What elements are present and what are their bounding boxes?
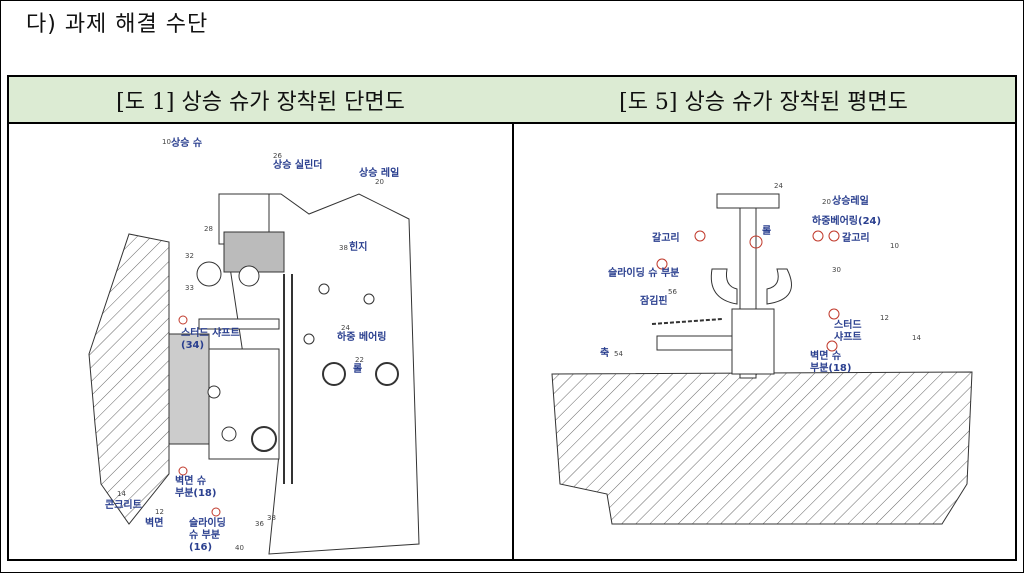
num-36: 36 [255, 520, 264, 528]
figure-1-column: [도 1] 상승 슈가 장착된 단면도 [9, 77, 514, 559]
label-hinge: 힌지 [349, 240, 367, 253]
label-roll-5: 롤 [762, 225, 771, 237]
concrete-wall [88, 233, 170, 525]
figure-1-caption: [도 1] 상승 슈가 장착된 단면도 [9, 77, 512, 124]
num-12-5: 12 [880, 314, 889, 322]
num-shoe: 10 [162, 138, 171, 146]
num-56: 56 [668, 288, 677, 296]
hook-left-shape [710, 268, 738, 305]
hole-5 [318, 283, 330, 295]
figure-5-svg: 24 20 상승레일 하중베어링(24) 갈고리 롤 갈고리 10 슬라이딩 슈… [551, 182, 973, 525]
circle-slide [656, 258, 668, 270]
label-hook-left: 갈고리 [652, 231, 680, 244]
label-slide-shoe: 슬라이딩 [189, 516, 226, 529]
num-12: 12 [155, 508, 164, 516]
label-axis: 축 [600, 346, 609, 359]
num-32: 32 [185, 252, 194, 260]
label-shoe: 상승 슈 [171, 136, 202, 149]
label-cylinder: 상승 실린더 [273, 158, 322, 171]
ground-block [551, 371, 973, 525]
num-roll: 22 [355, 356, 364, 364]
label-stud-shaft: 스터드 샤프트 [181, 326, 240, 339]
hole-1 [322, 362, 346, 386]
rail-top [716, 193, 780, 209]
num-40: 40 [235, 544, 244, 552]
num-rail-ref: 20 [822, 198, 831, 206]
num-10: 10 [890, 242, 899, 250]
label-wall: 벽면 [145, 516, 163, 529]
label-bearing-5: 하중베어링(24) [812, 214, 881, 227]
num-14-5: 14 [912, 334, 921, 342]
num-24: 24 [774, 182, 783, 190]
hook-right-shape [766, 268, 792, 305]
label-wall-shoe-part-5: 부분(18) [810, 362, 851, 374]
label-rail-5: 상승레일 [832, 194, 869, 207]
label-wall-shoe-5: 벽면 슈 [810, 349, 841, 362]
label-stud: 스터드 [834, 318, 862, 331]
circle-34 [178, 315, 188, 325]
num-38b: 38 [267, 514, 276, 522]
num-rail: 20 [375, 178, 384, 186]
label-lock-pin: 잠김핀 [640, 294, 668, 307]
num-cylinder: 26 [273, 152, 282, 160]
label-concrete: 콘크리트 [105, 498, 142, 511]
label-rail: 상승 레일 [359, 166, 399, 179]
label-roll: 롤 [353, 363, 362, 375]
figure-1-svg: 상승 슈 10 상승 실린더 26 상승 레일 20 힌지 38 28 32 3… [88, 136, 420, 555]
figure-table: [도 1] 상승 슈가 장착된 단면도 [7, 75, 1017, 561]
label-wall-shoe-part: 부분(18) [175, 487, 216, 499]
shoe-body-5 [731, 308, 775, 375]
circle-wall-shoe [826, 340, 838, 352]
hole-7 [303, 333, 315, 345]
hinge-block [223, 231, 285, 273]
label-slide-shoe-num: (16) [189, 542, 212, 553]
num-30: 30 [832, 266, 841, 274]
hole-6 [363, 293, 375, 305]
label-hook-right: 갈고리 [842, 231, 870, 244]
hole-3 [251, 426, 277, 452]
circle-16 [211, 507, 221, 517]
figure-5-drawing: 24 20 상승레일 하중베어링(24) 갈고리 롤 갈고리 10 슬라이딩 슈… [512, 124, 1015, 559]
circle-18 [178, 466, 188, 476]
figure-5-caption: [도 5] 상승 슈가 장착된 평면도 [512, 77, 1015, 124]
circle-stud [828, 308, 840, 320]
section-heading: 다) 과제 해결 수단 [26, 12, 209, 37]
circle-hook-left [694, 230, 706, 242]
num-14: 14 [117, 490, 126, 498]
circle-roll [749, 235, 763, 249]
label-wall-shoe: 벽면 슈 [175, 474, 206, 487]
hole-4 [221, 426, 237, 442]
circle-hook-right [828, 230, 840, 242]
roller-2 [238, 265, 260, 287]
lock-pin-chain [651, 318, 723, 325]
num-hinge: 38 [339, 244, 348, 252]
num-bearing: 24 [341, 324, 350, 332]
num-54: 54 [614, 350, 623, 358]
roller-1 [196, 261, 222, 287]
axis-bar [656, 335, 733, 351]
figure-1-drawing: 상승 슈 10 상승 실린더 26 상승 레일 20 힌지 38 28 32 3… [9, 124, 512, 559]
hole-2 [375, 362, 399, 386]
num-33: 33 [185, 284, 194, 292]
label-stud-shaft-5: 샤프트 [834, 330, 862, 343]
label-slide-shoe-5: 슬라이딩 슈 부분 [608, 266, 679, 279]
stud-plate [198, 318, 280, 330]
shoe-body [168, 333, 210, 445]
label-stud-shaft-num: (34) [181, 340, 204, 351]
label-slide-shoe-part: 슈 부분 [189, 529, 220, 541]
circle-bearing [812, 230, 824, 242]
num-28: 28 [204, 225, 213, 233]
hole-8 [207, 385, 221, 399]
figure-5-column: [도 5] 상승 슈가 장착된 평면도 24 20 상승레일 [512, 77, 1015, 559]
label-load-bearing: 하중 베어링 [337, 330, 386, 343]
